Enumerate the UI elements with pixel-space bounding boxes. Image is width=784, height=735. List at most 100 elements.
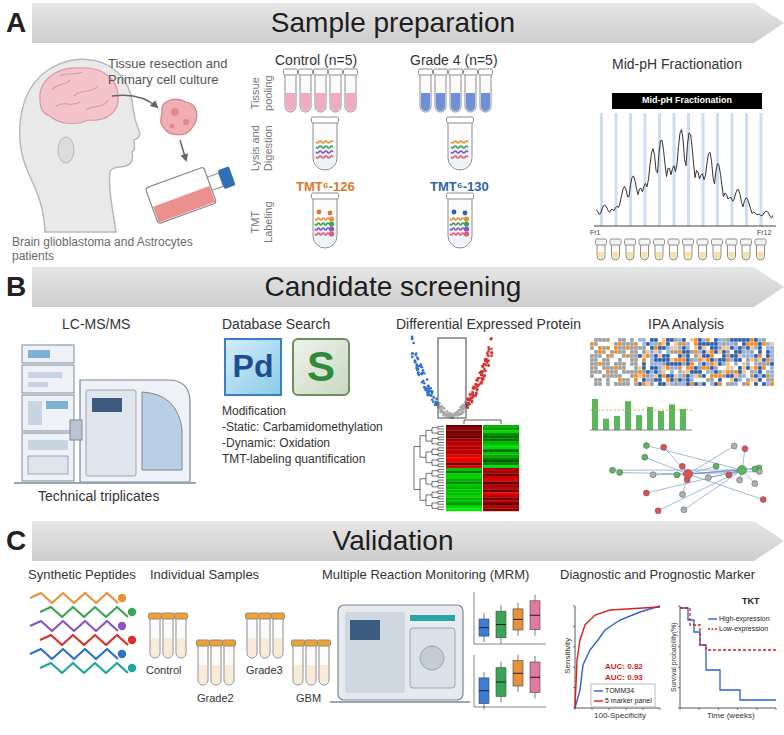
dendrogram-branch (438, 485, 444, 488)
tube-body (699, 244, 707, 260)
ipa-heatmap-cell (682, 366, 686, 370)
tube-cap (712, 239, 723, 245)
ipa-heatmap-cell (598, 342, 602, 346)
ipa-heatmap-cell (590, 342, 594, 346)
ipa-heatmap-cell (622, 366, 626, 370)
network-node (737, 477, 743, 483)
ipa-heatmap-cell (758, 362, 762, 366)
ipa-heatmap-cell (694, 382, 698, 386)
network-node (713, 463, 719, 469)
step-caption: IPA Analysis (648, 316, 724, 333)
ipa-heatmap-cell (650, 354, 654, 358)
legend-sample (708, 616, 717, 622)
ipa-heatmap-cell (702, 382, 706, 386)
ipa-heatmap-cell (662, 342, 666, 346)
heatmap-cell (483, 503, 519, 506)
ipa-heatmap-cell (706, 338, 710, 342)
ipa-heatmap-cell (606, 382, 610, 386)
heatmap-cell (446, 449, 482, 452)
ipa-heatmap-cell (610, 382, 614, 386)
note-text: Modification (222, 404, 286, 418)
tube-liquid (274, 638, 282, 657)
software-icon: Pd (224, 338, 282, 396)
ipa-heatmap-cell (710, 370, 714, 374)
volcano-dot (476, 388, 479, 391)
tube-liquid (729, 252, 735, 259)
legend-line (594, 690, 603, 691)
ipa-heatmap-cell (722, 342, 726, 346)
ipa-heatmap-cell (738, 350, 742, 354)
ipa-heatmap-cell (646, 366, 650, 370)
ipa-heatmap-cell (638, 378, 642, 382)
ipa-heatmap-cell (770, 362, 774, 366)
plot-title: TKT (742, 596, 760, 607)
ipa-heatmap-cell (738, 346, 742, 350)
ipa-heatmap-cell (758, 358, 762, 362)
ipa-heatmap-cell (726, 346, 730, 350)
heatmap-cell (483, 476, 519, 479)
illustration-shape (52, 72, 108, 110)
volcano-dot (433, 396, 436, 399)
tube-body (300, 74, 311, 112)
ipa-heatmap-cell (746, 374, 750, 378)
ipa-heatmap-cell (654, 342, 658, 346)
network-node (742, 446, 748, 452)
tube-body (313, 198, 337, 248)
fraction-label: Fr12 (757, 229, 771, 237)
lc-ms-instrument (14, 345, 196, 483)
ipa-heatmap-cell (726, 354, 730, 358)
dendrogram-branch (432, 471, 438, 476)
ipa-heatmap-cell (766, 382, 770, 386)
volcano-dot (449, 415, 452, 418)
ipa-heatmap-cell (662, 374, 666, 378)
volcano-dot (456, 414, 459, 417)
ipa-heatmap-cell (674, 346, 678, 350)
ipa-heatmap-cell (702, 378, 706, 382)
volcano-dot (418, 365, 421, 368)
ipa-heatmap-cell (682, 362, 686, 366)
tube-liquid (294, 665, 302, 684)
volcano-dot (480, 381, 483, 384)
volcano-dot (427, 384, 430, 387)
heatmap-cell (446, 425, 482, 428)
ipa-heatmap-cell (698, 370, 702, 374)
ipa-heatmap-cell (634, 346, 638, 350)
ipa-heatmap-cell (642, 358, 646, 362)
ipa-heatmap-cell (638, 362, 642, 366)
ipa-bar (614, 416, 620, 430)
ipa-heatmap-cell (670, 366, 674, 370)
baseline (594, 226, 776, 227)
volcano-dot (480, 370, 483, 373)
volcano-dot (467, 399, 470, 402)
illustration-shape (330, 701, 470, 703)
ipa-heatmap-cell (770, 346, 774, 350)
network-node (643, 490, 649, 496)
ipa-heatmap-cell (770, 378, 774, 382)
volcano-dot (427, 388, 430, 391)
ipa-heatmap-cell (598, 370, 602, 374)
heatmap-cell (483, 481, 519, 484)
network-link (645, 457, 688, 474)
axis-title: 100-Specificity (594, 711, 646, 721)
ipa-heatmap-cell (658, 382, 662, 386)
ipa-heatmap-cell (690, 358, 694, 362)
ipa-heatmap-cell (690, 382, 694, 386)
volcano-dot (425, 389, 428, 392)
ipa-heatmap-cell (654, 346, 658, 350)
ipa-heatmap-cell (662, 350, 666, 354)
fraction-stripe (760, 113, 763, 226)
tmt-tag: TMT⁶-126 (296, 179, 355, 195)
ipa-heatmap-cell (718, 338, 722, 342)
illustration-shape (86, 390, 136, 476)
ipa-heatmap-cell (602, 382, 606, 386)
tube-body (670, 244, 678, 260)
ipa-heatmap-cell (602, 354, 606, 358)
peptide-strand (450, 223, 464, 225)
tube-body (448, 122, 472, 170)
volcano-dot (480, 382, 483, 385)
ipa-heatmap-cell (610, 350, 614, 354)
volcano-dot (416, 369, 419, 372)
ipa-heatmap-cell (646, 382, 650, 386)
dendrogram-branch (438, 459, 444, 462)
